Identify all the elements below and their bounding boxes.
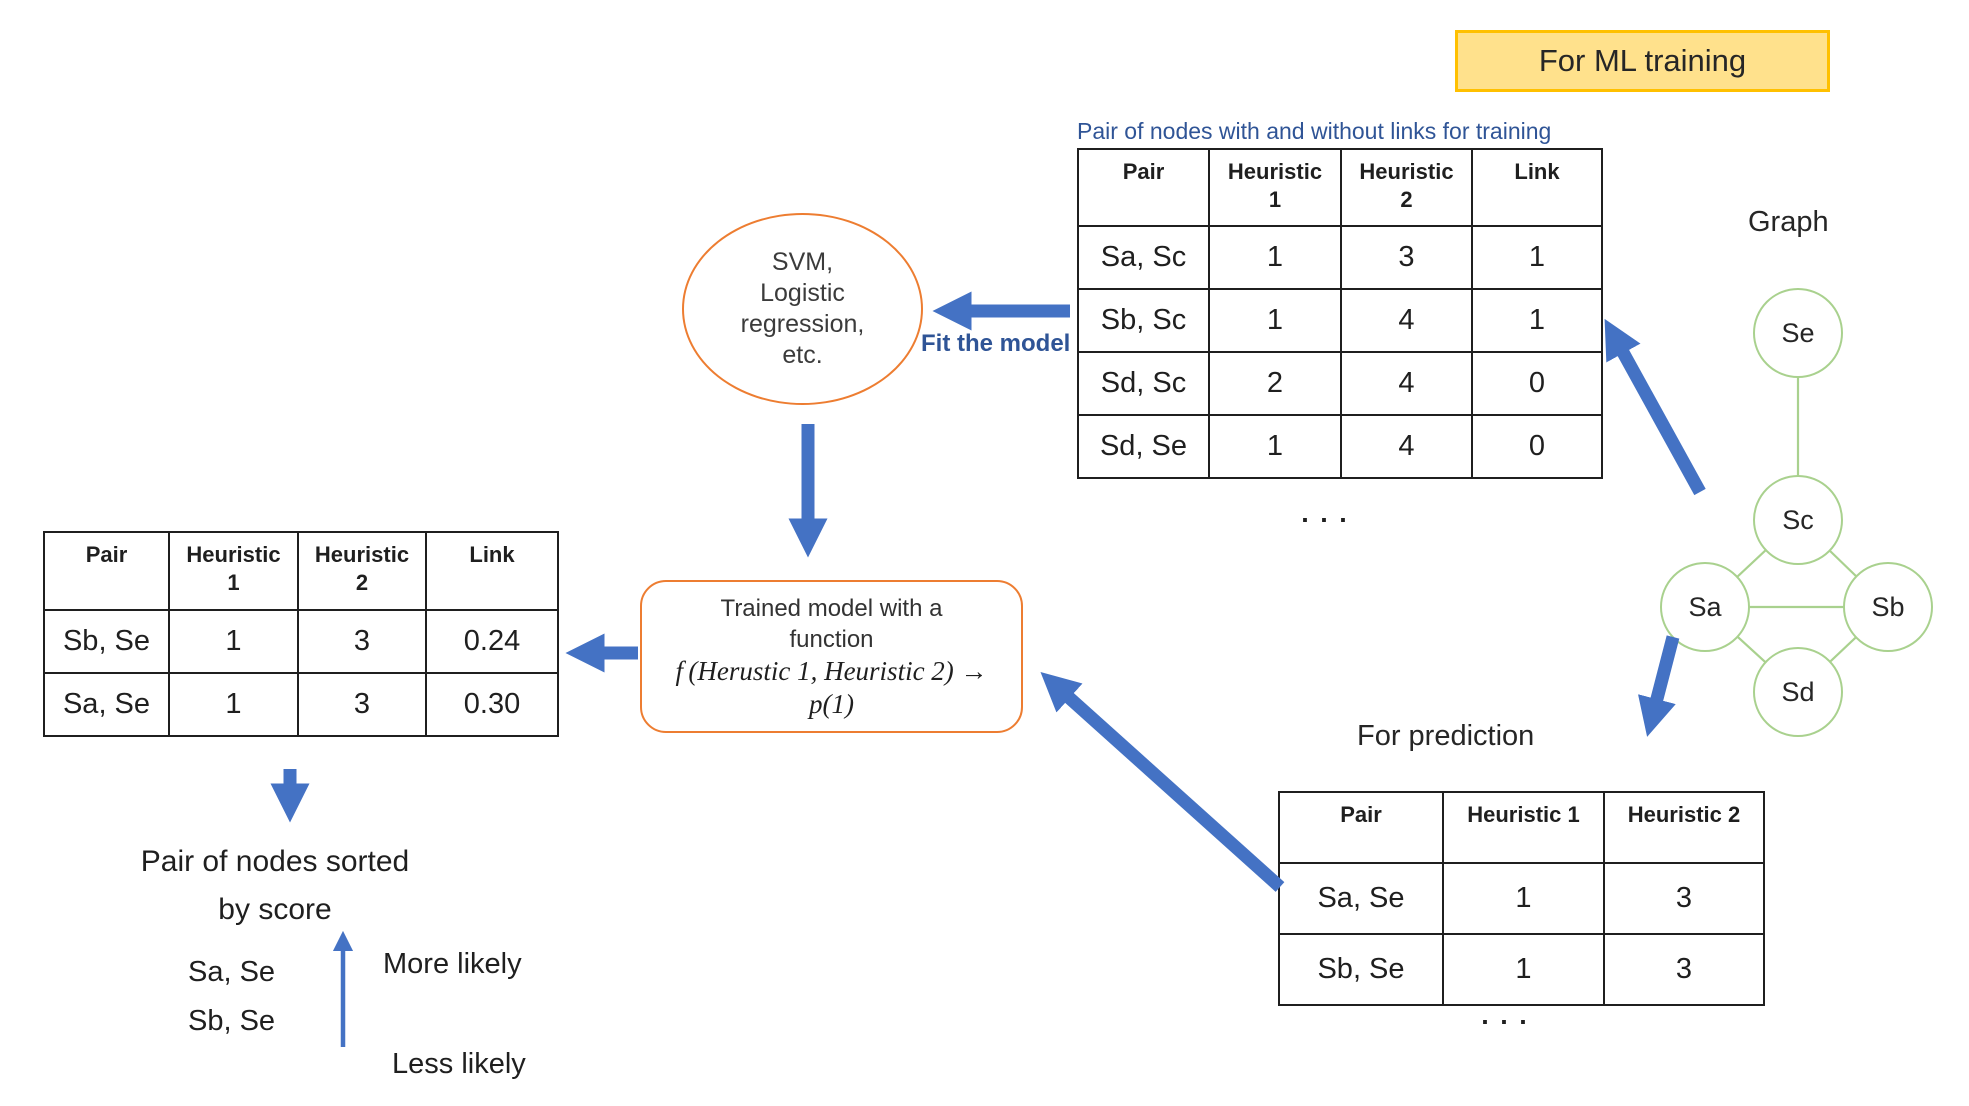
cell: 4: [1340, 288, 1473, 353]
cell: 2: [1208, 351, 1342, 416]
cell: 1: [1471, 225, 1603, 290]
more-likely-label: More likely: [383, 948, 522, 980]
cell: 1: [1471, 288, 1603, 353]
sorted-pairs-title: Pair of nodes sorted by score: [140, 845, 410, 926]
table-row: Sa, Se 1 3: [1278, 862, 1765, 935]
model-function-formula: f (Herustic 1, Heuristic 2) →: [675, 655, 988, 686]
column-header: Heuristic 1: [1208, 148, 1342, 227]
column-header: Heuristic 1: [168, 531, 299, 611]
column-header: Link: [425, 531, 559, 611]
arrow-graph-to-training: [1604, 318, 1706, 496]
cell: 0: [1471, 351, 1603, 416]
cell: 3: [297, 609, 427, 674]
trained-model-box: Trained model with a function f (Herusti…: [640, 580, 1023, 733]
less-likely-label: Less likely: [392, 1048, 526, 1080]
cell: 1: [1442, 862, 1605, 935]
cell: 4: [1340, 414, 1473, 479]
cell: 1: [1208, 288, 1342, 353]
cell: 1: [1208, 414, 1342, 479]
column-header: Heuristic 2: [1603, 791, 1765, 864]
cell: 1: [1442, 933, 1605, 1006]
training-table-ellipsis: . . .: [1301, 498, 1349, 528]
sorted-pairs-list: Sa, Se Sb, Se: [188, 956, 276, 1037]
cell: 3: [1603, 862, 1765, 935]
graph-node-sa: Sa: [1660, 562, 1750, 652]
scored-pairs-table: Pair Heuristic 1 Heuristic 2 Link Sb, Se…: [43, 531, 559, 737]
table-row: Sb, Se 1 3: [1278, 933, 1765, 1006]
table-row: Sb, Se 1 3 0.24: [43, 609, 559, 674]
cell: 3: [297, 672, 427, 737]
graph-node-se: Se: [1753, 288, 1843, 378]
ml-training-banner: For ML training: [1455, 30, 1830, 92]
column-header: Pair: [1278, 791, 1444, 864]
cell: Sa, Se: [43, 672, 170, 737]
model-ellipse: SVM, Logistic regression, etc.: [682, 213, 923, 405]
trained-model-title: Trained model with a function: [720, 594, 943, 653]
cell: 0.30: [425, 672, 559, 737]
cell: 1: [1208, 225, 1342, 290]
fit-the-model-label: Fit the model: [921, 330, 1071, 357]
column-header: Pair: [43, 531, 170, 611]
arrow-graph-to-prediction: [1638, 635, 1680, 737]
cell: 0: [1471, 414, 1603, 479]
cell: 3: [1603, 933, 1765, 1006]
model-function-output: p(1): [809, 688, 854, 719]
column-header: Heuristic 2: [297, 531, 427, 611]
table-row: Sd, Sc 2 4 0: [1077, 351, 1603, 416]
cell: Sd, Se: [1077, 414, 1210, 479]
arrow-prediction-to-model: [1040, 671, 1285, 892]
table-row: Sa, Sc 1 3 1: [1077, 225, 1603, 290]
cell: 0.24: [425, 609, 559, 674]
training-table-caption: Pair of nodes with and without links for…: [1077, 118, 1552, 144]
cell: Sb, Sc: [1077, 288, 1210, 353]
graph-node-sc: Sc: [1753, 475, 1843, 565]
table-row: Sb, Sc 1 4 1: [1077, 288, 1603, 353]
cell: 1: [168, 672, 299, 737]
cell: Sa, Sc: [1077, 225, 1210, 290]
column-header: Link: [1471, 148, 1603, 227]
table-header-row: Pair Heuristic 1 Heuristic 2 Link: [1077, 148, 1603, 227]
table-row: Sd, Se 1 4 0: [1077, 414, 1603, 479]
column-header: Pair: [1077, 148, 1210, 227]
cell: 3: [1340, 225, 1473, 290]
cell: Sb, Se: [1278, 933, 1444, 1006]
column-header: Heuristic 2: [1340, 148, 1473, 227]
cell: Sa, Se: [1278, 862, 1444, 935]
table-header-row: Pair Heuristic 1 Heuristic 2: [1278, 791, 1765, 864]
graph-node-sd: Sd: [1753, 647, 1843, 737]
prediction-table: Pair Heuristic 1 Heuristic 2 Sa, Se 1 3 …: [1278, 791, 1765, 1006]
training-table: Pair Heuristic 1 Heuristic 2 Link Sa, Sc…: [1077, 148, 1603, 479]
cell: Sb, Se: [43, 609, 170, 674]
prediction-table-ellipsis: . . .: [1481, 1000, 1529, 1030]
cell: Sd, Sc: [1077, 351, 1210, 416]
cell: 1: [168, 609, 299, 674]
column-header: Heuristic 1: [1442, 791, 1605, 864]
cell: 4: [1340, 351, 1473, 416]
graph-title: Graph: [1748, 206, 1829, 238]
prediction-title: For prediction: [1357, 720, 1535, 752]
table-header-row: Pair Heuristic 1 Heuristic 2 Link: [43, 531, 559, 611]
graph-node-sb: Sb: [1843, 562, 1933, 652]
table-row: Sa, Se 1 3 0.30: [43, 672, 559, 737]
